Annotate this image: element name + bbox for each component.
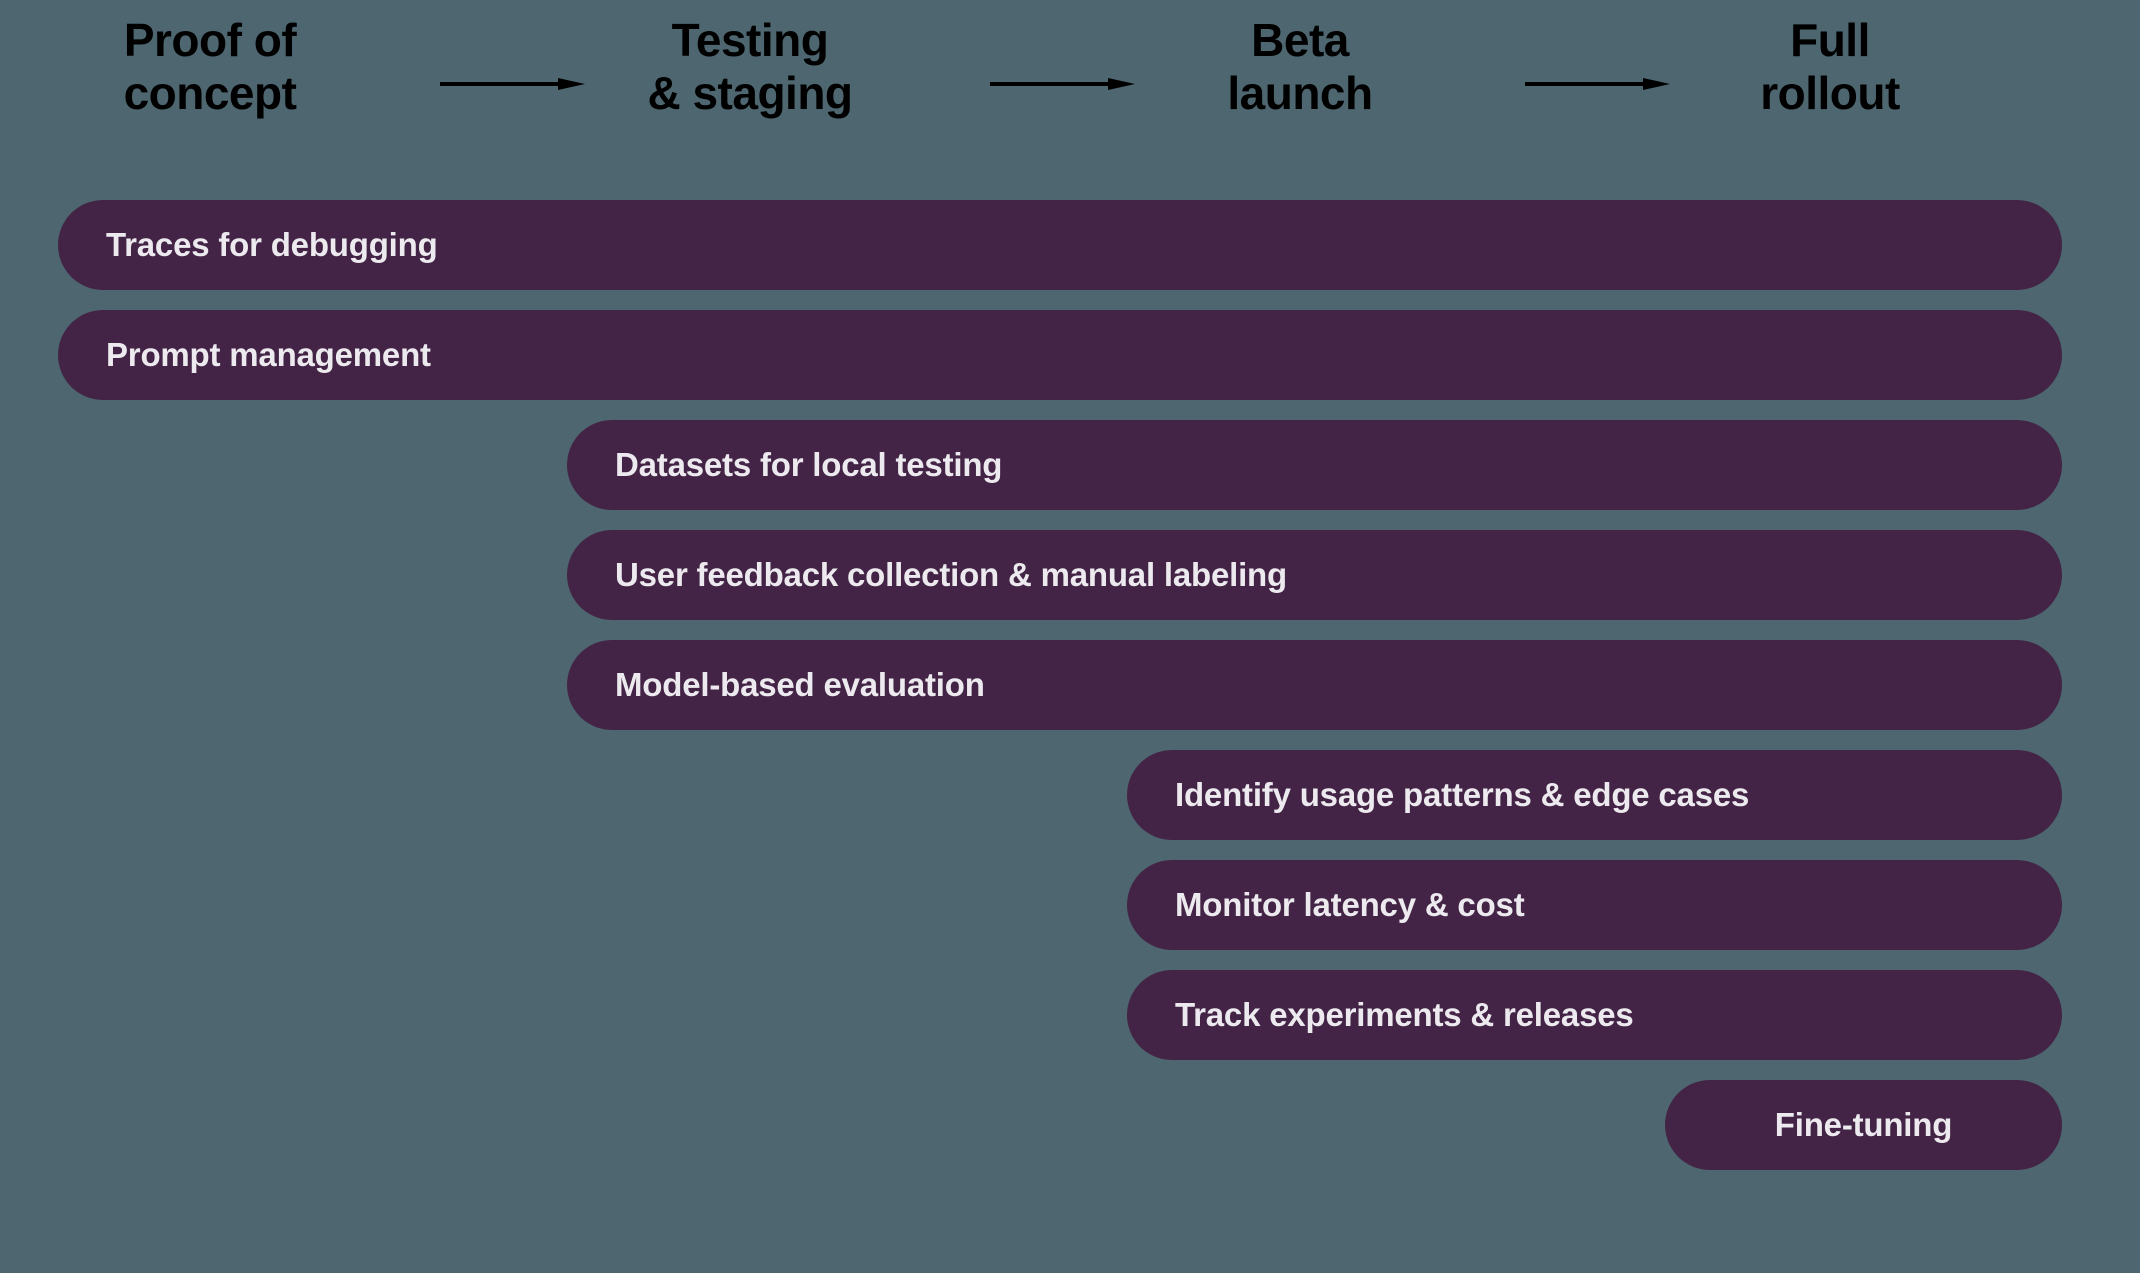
capability-bar-label: Identify usage patterns & edge cases xyxy=(1175,776,1750,813)
stage-header-row: Proof of concept Testing & staging Beta … xyxy=(0,0,2140,160)
arrow-poc-to-testing-icon xyxy=(440,78,585,90)
capability-bar-label: Traces for debugging xyxy=(106,226,438,263)
capability-bar-datasets-for-local-testing[interactable]: Datasets for local testing xyxy=(567,420,2062,510)
stage-label-beta-launch: Beta launch xyxy=(1227,14,1373,120)
capability-bar-label: Datasets for local testing xyxy=(615,446,1003,483)
capability-bar-label: Fine-tuning xyxy=(1774,1106,1953,1143)
capability-bar-label: Model-based evaluation xyxy=(615,666,985,703)
capability-bar-identify-usage-patterns[interactable]: Identify usage patterns & edge cases xyxy=(1127,750,2062,840)
capability-bar-label: Prompt management xyxy=(106,336,431,373)
capability-bar-traces-for-debugging[interactable]: Traces for debugging xyxy=(58,200,2062,290)
capability-bar-label: User feedback collection & manual labeli… xyxy=(615,556,1287,593)
capability-bar-monitor-latency-and-cost[interactable]: Monitor latency & cost xyxy=(1127,860,2062,950)
capability-bar-prompt-management[interactable]: Prompt management xyxy=(58,310,2062,400)
capability-bar-label: Monitor latency & cost xyxy=(1175,886,1525,923)
stage-label-full-rollout: Full rollout xyxy=(1760,14,1900,120)
arrow-testing-to-beta-icon xyxy=(990,78,1135,90)
capability-bar-track-experiments-and-releases[interactable]: Track experiments & releases xyxy=(1127,970,2062,1060)
capability-bar-fine-tuning[interactable]: Fine-tuning xyxy=(1665,1080,2062,1170)
capability-bar-user-feedback-collection[interactable]: User feedback collection & manual labeli… xyxy=(567,530,2062,620)
arrow-beta-to-rollout-icon xyxy=(1525,78,1670,90)
stage-label-testing-and-staging: Testing & staging xyxy=(647,14,853,120)
capability-bar-label: Track experiments & releases xyxy=(1175,996,1634,1033)
stage-label-proof-of-concept: Proof of concept xyxy=(123,14,297,120)
capability-bar-model-based-evaluation[interactable]: Model-based evaluation xyxy=(567,640,2062,730)
